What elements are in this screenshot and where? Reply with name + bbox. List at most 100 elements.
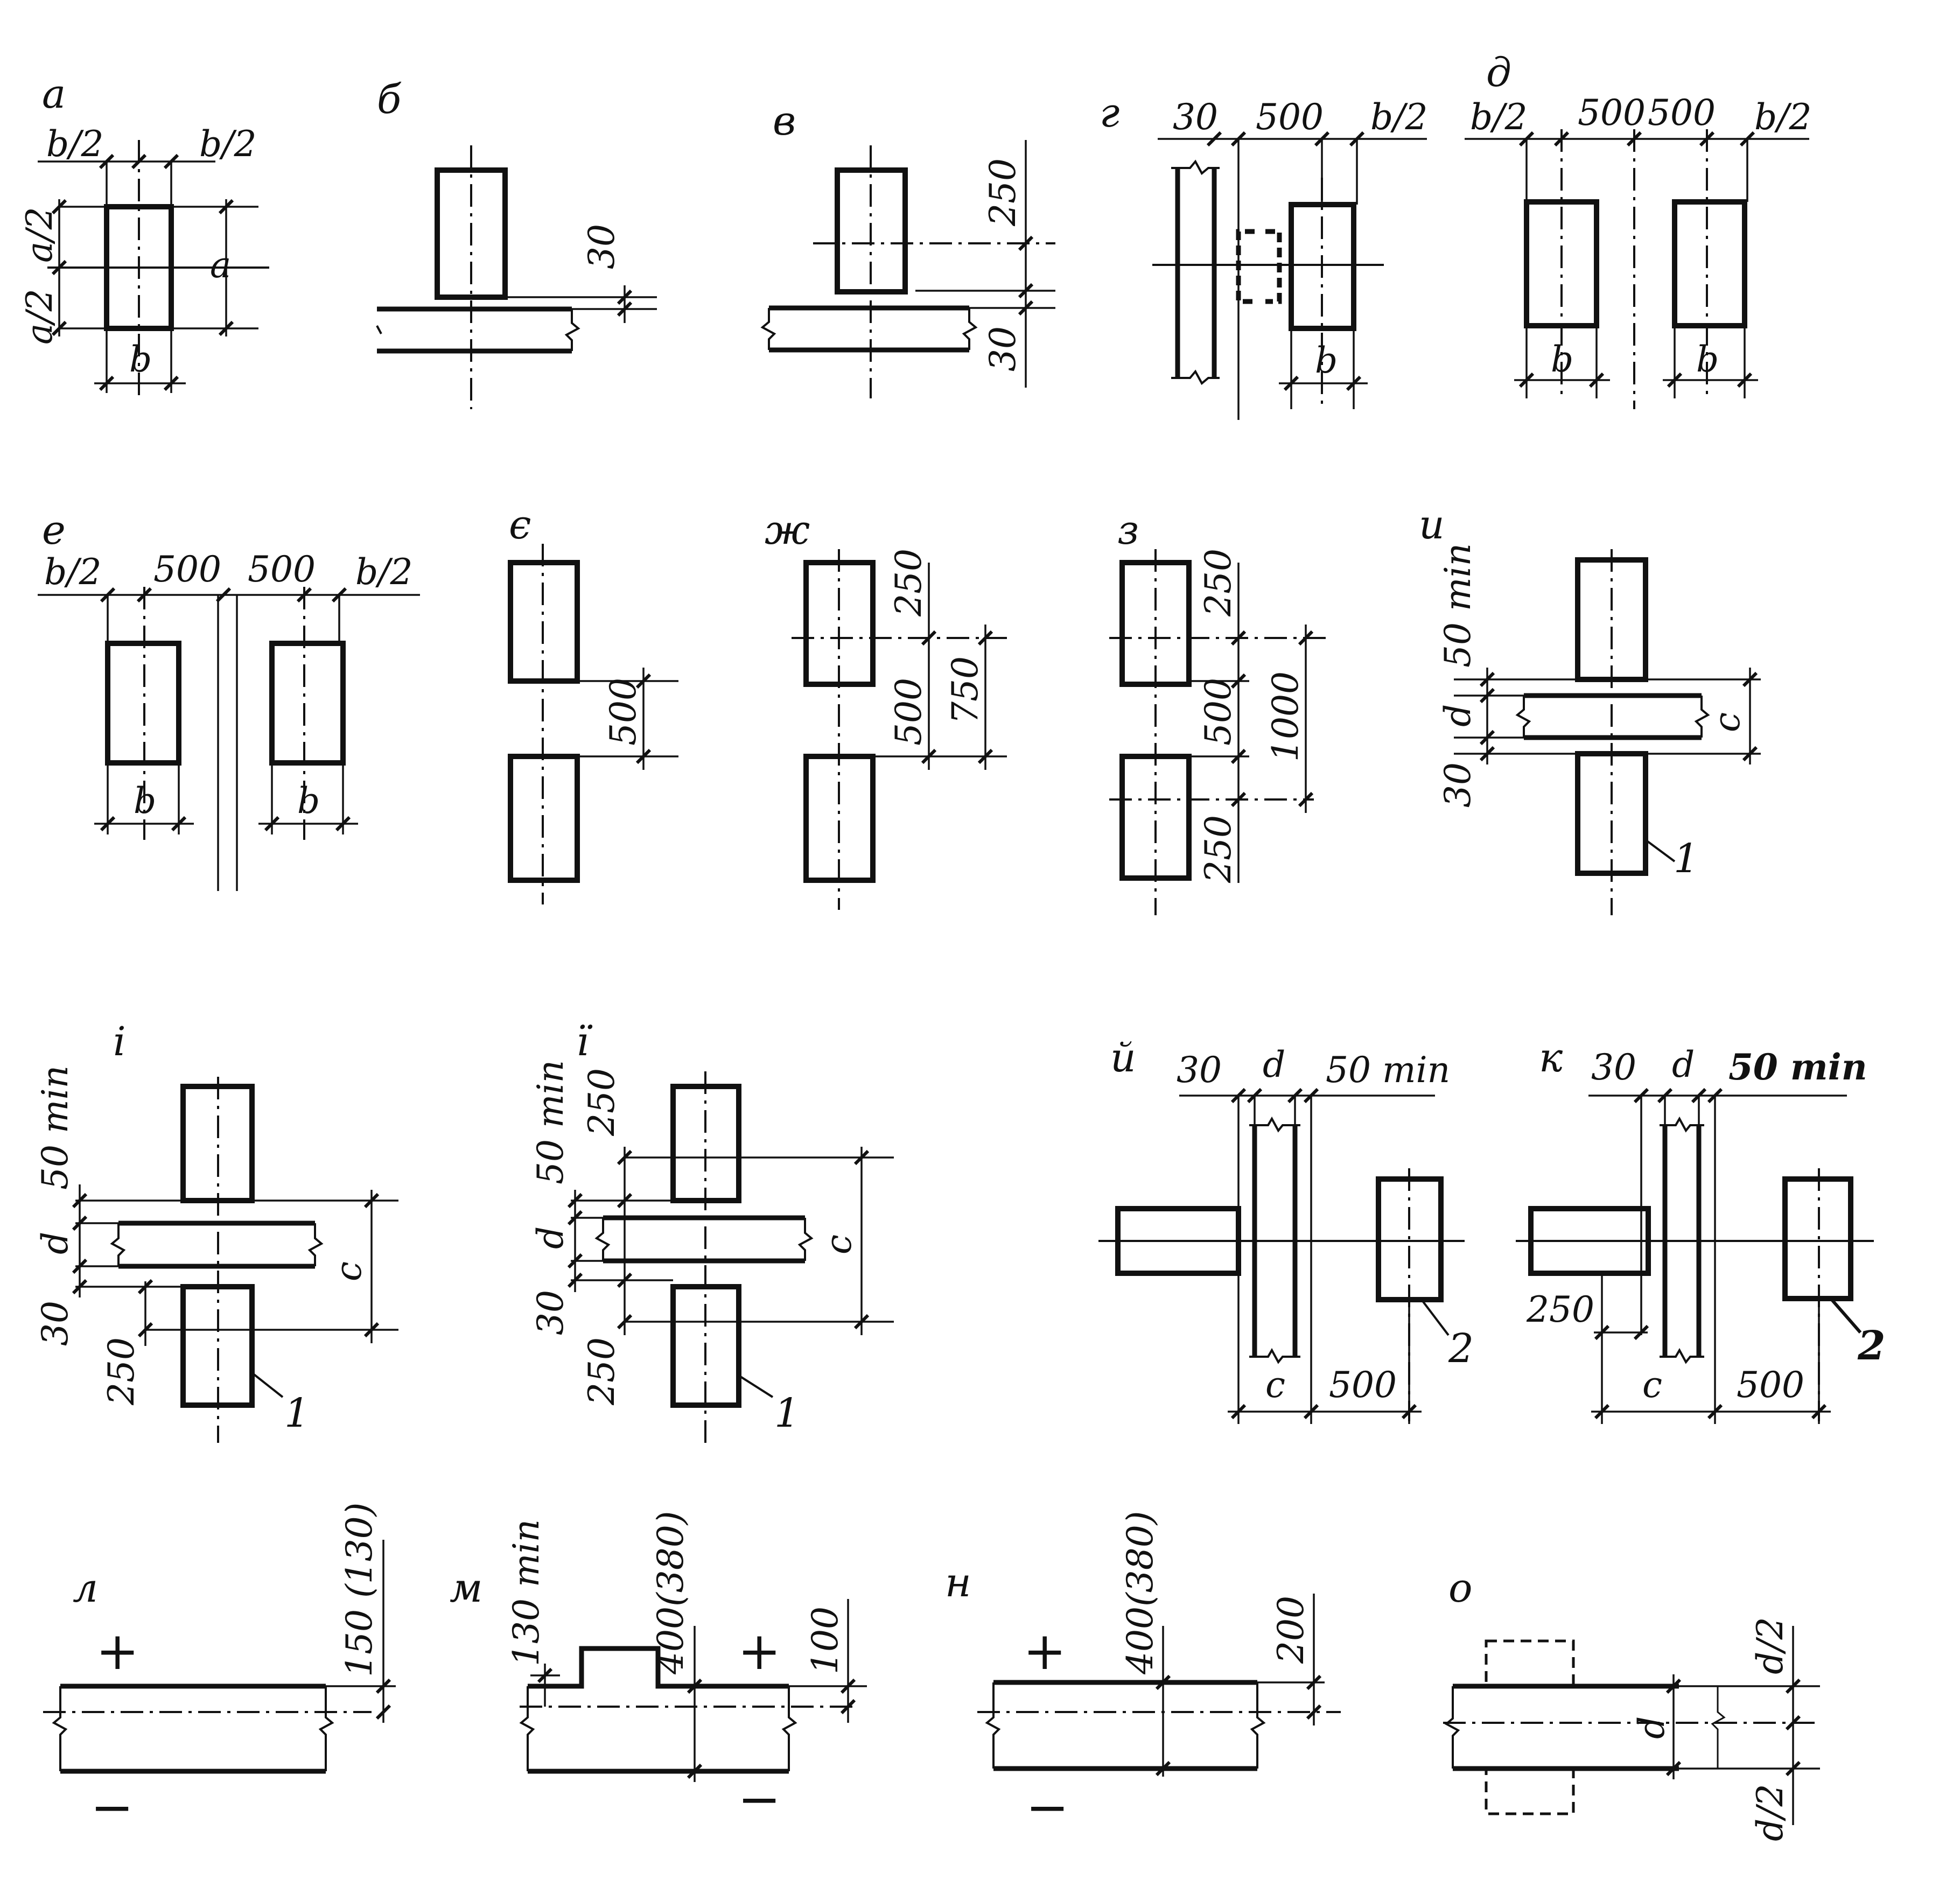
fig-d-b-right: b bbox=[1696, 339, 1719, 380]
fig-z-column-top bbox=[1119, 560, 1192, 687]
fig-k-ref-2: 2 bbox=[1857, 1323, 1886, 1369]
fig-l: л + 150 (130) − bbox=[43, 1503, 396, 1837]
fig-i2-column-bottom bbox=[180, 1284, 255, 1408]
fig-o-dashed-top bbox=[1485, 1639, 1575, 1688]
fig-g-b: b bbox=[1315, 340, 1338, 381]
fig-yi-250-top: 250 bbox=[581, 1068, 622, 1137]
fig-z: з 250 500 1000 250 bbox=[1109, 507, 1330, 915]
fig-z-label: з bbox=[1117, 507, 1139, 553]
fig-ij-beam-stub bbox=[1115, 1206, 1241, 1276]
fig-k-50min: 50 min bbox=[1728, 1046, 1867, 1088]
fig-z-250-bottom: 250 bbox=[1198, 815, 1239, 883]
fig-yi-column-bottom bbox=[670, 1284, 741, 1408]
fig-ye-column-top bbox=[508, 560, 580, 684]
fig-zh-250: 250 bbox=[888, 549, 929, 617]
fig-l-dim: 150 (130) bbox=[339, 1503, 380, 1677]
fig-k-beam-stub bbox=[1528, 1206, 1651, 1276]
fig-o-dhalf-bottom: d/2 bbox=[1749, 1784, 1791, 1841]
fig-z-250-top: 250 bbox=[1198, 549, 1239, 617]
fig-o-dhalf-top: d/2 bbox=[1749, 1617, 1791, 1674]
fig-e-column-left bbox=[105, 641, 181, 766]
fig-e-bhalf-left: b/2 bbox=[44, 551, 101, 593]
fig-k-label: к bbox=[1539, 1035, 1563, 1081]
fig-zh-750: 750 bbox=[944, 656, 986, 724]
fig-d-bhalf-right: b/2 bbox=[1754, 96, 1811, 138]
fig-z-1000: 1000 bbox=[1265, 671, 1306, 762]
fig-ij: й 30 d 50 min c 500 2 bbox=[1098, 1035, 1474, 1424]
fig-i2-c: c bbox=[328, 1261, 369, 1281]
fig-e-b-left: b bbox=[134, 780, 156, 822]
fig-z-500: 500 bbox=[1198, 678, 1239, 746]
fig-i-30: 30 bbox=[1437, 762, 1479, 808]
fig-g-500: 500 bbox=[1256, 96, 1324, 138]
fig-i: и 50 min d 30 c 1 bbox=[1419, 502, 1761, 915]
fig-m-400: 400(380) bbox=[650, 1511, 691, 1675]
fig-ij-c: c bbox=[1265, 1364, 1285, 1406]
fig-a-a: a bbox=[210, 244, 231, 286]
fig-a-bhalf-right: b/2 bbox=[199, 123, 256, 165]
fig-m-minus: − bbox=[738, 1769, 781, 1829]
fig-ij-50min: 50 min bbox=[1326, 1049, 1450, 1091]
fig-b-column bbox=[435, 167, 508, 300]
fig-ye-column-bottom bbox=[508, 754, 580, 883]
fig-k-250: 250 bbox=[1526, 1289, 1594, 1330]
fig-i2-250: 250 bbox=[101, 1337, 142, 1406]
fig-e-b-right: b bbox=[297, 780, 320, 822]
fig-d: д b/2 500 500 b/2 b b bbox=[1465, 50, 1811, 409]
fig-yi-label: ї bbox=[576, 1019, 593, 1065]
fig-n-label: н bbox=[945, 1560, 971, 1606]
fig-v-30: 30 bbox=[982, 326, 1024, 371]
fig-v-column bbox=[835, 167, 908, 294]
fig-i-50min: 50 min bbox=[1437, 543, 1479, 668]
fig-i-label: и bbox=[1419, 502, 1445, 548]
fig-v: в 250 30 bbox=[760, 98, 1055, 398]
fig-n-minus: − bbox=[1026, 1777, 1069, 1837]
fig-m: м 130 min 400(380) + 100 − bbox=[450, 1511, 867, 1829]
fig-yi: ї 250 50 min d 30 250 c 1 bbox=[530, 1019, 894, 1443]
fig-i2: і 50 min d 30 250 c 1 bbox=[34, 1019, 398, 1443]
fig-l-label: л bbox=[73, 1565, 98, 1611]
fig-ye-500: 500 bbox=[603, 678, 644, 746]
fig-i2-d: d bbox=[34, 1232, 76, 1254]
fig-a-ahalf-bottom: a/2 bbox=[19, 289, 60, 345]
fig-n: н + 400(380) 200 − bbox=[945, 1511, 1341, 1837]
fig-o-d: d bbox=[1631, 1716, 1672, 1739]
fig-yi-50min: 50 min bbox=[530, 1060, 571, 1184]
fig-zh-label: ж bbox=[765, 507, 810, 553]
fig-m-plus: + bbox=[738, 1621, 781, 1681]
fig-zh: ж 250 500 750 bbox=[765, 507, 1007, 910]
fig-e: е b/2 500 500 b/2 b b bbox=[38, 507, 420, 891]
fig-yi-250-bottom: 250 bbox=[581, 1337, 622, 1406]
fig-i2-30: 30 bbox=[34, 1301, 76, 1346]
fig-o-label: о bbox=[1448, 1565, 1473, 1611]
fig-ye: є 500 bbox=[508, 502, 678, 904]
fig-i2-label: і bbox=[113, 1019, 126, 1065]
fig-a-label: а bbox=[42, 71, 66, 117]
fig-ij-30: 30 bbox=[1177, 1049, 1222, 1091]
fig-zh-column-top bbox=[803, 560, 876, 687]
fig-m-130min: 130 min bbox=[506, 1519, 547, 1666]
fig-o-dashed-bottom bbox=[1485, 1767, 1575, 1815]
fig-d-column-right bbox=[1672, 199, 1747, 328]
fig-l-plus: + bbox=[96, 1621, 139, 1681]
fig-b-label: б bbox=[377, 76, 402, 123]
fig-d-label: д bbox=[1486, 50, 1511, 96]
fig-yi-d: d bbox=[530, 1226, 571, 1249]
fig-b: б 30 bbox=[376, 76, 657, 409]
fig-l-minus: − bbox=[90, 1777, 134, 1837]
fig-g-30: 30 bbox=[1173, 96, 1218, 138]
fig-d-500-1: 500 bbox=[1578, 92, 1646, 134]
fig-k-d: d bbox=[1672, 1044, 1695, 1085]
fig-o: о d d/2 d/2 bbox=[1443, 1565, 1820, 1841]
fig-a-ahalf-top: a/2 bbox=[19, 207, 60, 263]
fig-k-c: c bbox=[1642, 1364, 1662, 1406]
fig-ij-d: d bbox=[1263, 1044, 1285, 1085]
fig-a-bhalf-left: b/2 bbox=[46, 123, 103, 165]
fig-zh-column-bottom bbox=[803, 754, 876, 883]
fig-g-bhalf: b/2 bbox=[1370, 96, 1427, 138]
fig-n-400: 400(380) bbox=[1119, 1511, 1161, 1675]
fig-g: г 30 500 b/2 b bbox=[1100, 90, 1427, 420]
fig-i-c: c bbox=[1706, 712, 1748, 732]
fig-m-label: м bbox=[450, 1565, 482, 1611]
